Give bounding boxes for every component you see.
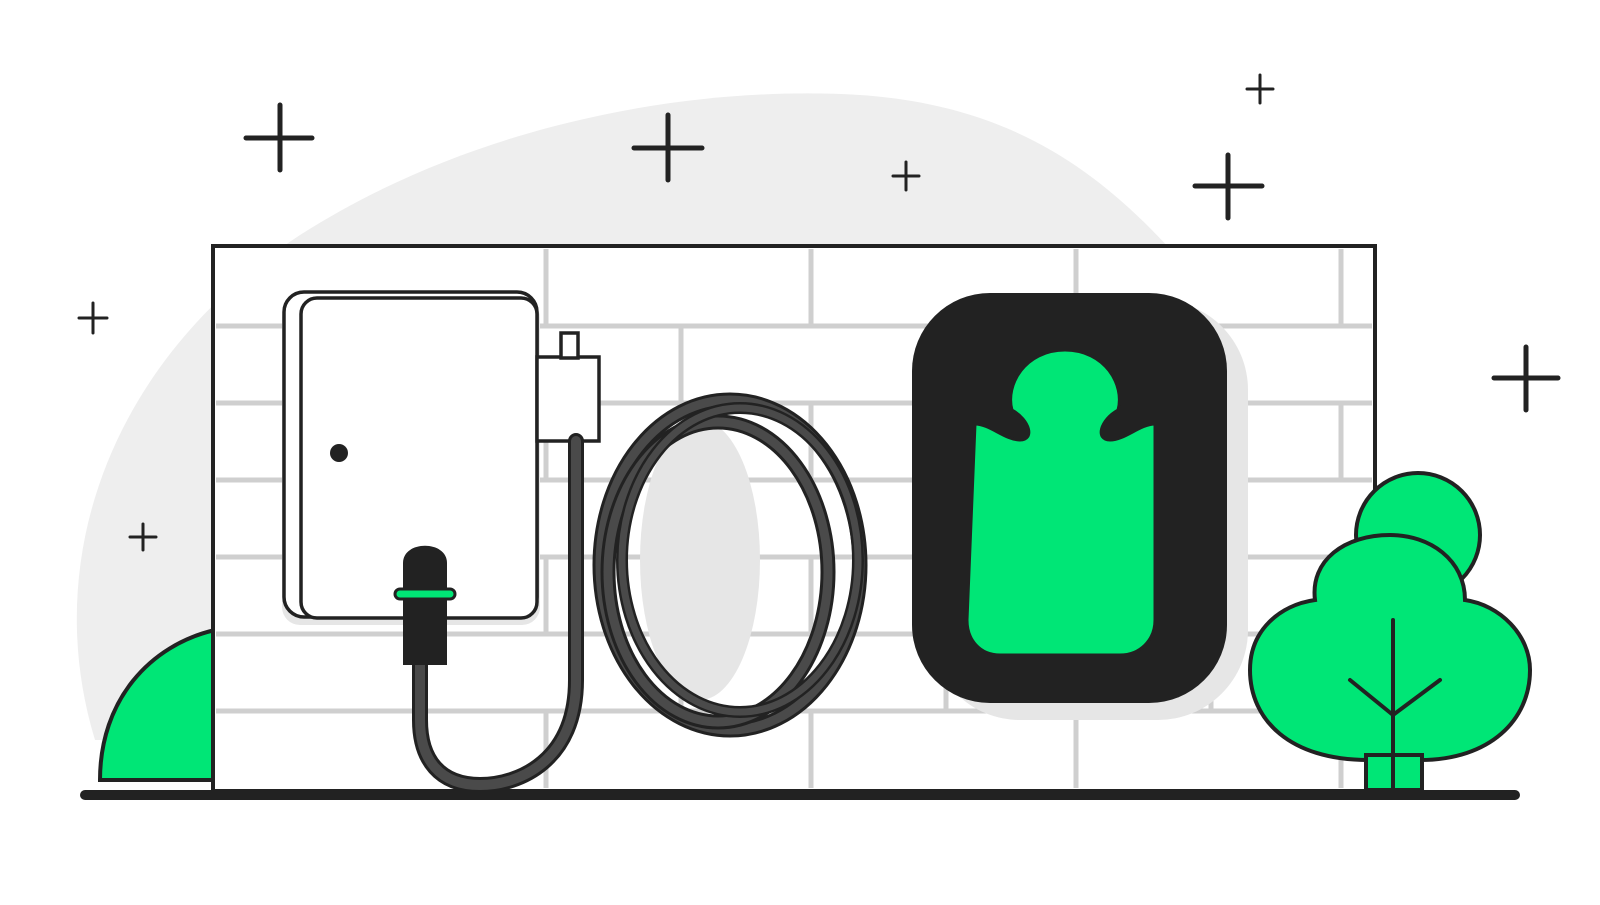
charging-plug: [393, 545, 457, 665]
tree: [1247, 471, 1533, 792]
sparkle-icon: [1245, 73, 1275, 105]
sparkle-icon: [891, 160, 921, 192]
sparkle-icon: [128, 522, 158, 552]
charger-screen: [965, 348, 1157, 657]
sparkle-icon: [77, 301, 109, 335]
junction-box: [282, 290, 601, 620]
cable: [412, 433, 584, 794]
coiled-cable: [592, 392, 868, 738]
sparkle-icon: [1192, 152, 1265, 221]
sparkle-icon: [1491, 344, 1561, 413]
sparkle-icon: [243, 102, 315, 173]
sparkle-icon: [631, 112, 705, 183]
wall-charger: [912, 293, 1227, 703]
sparkle-icons: [77, 73, 1561, 552]
